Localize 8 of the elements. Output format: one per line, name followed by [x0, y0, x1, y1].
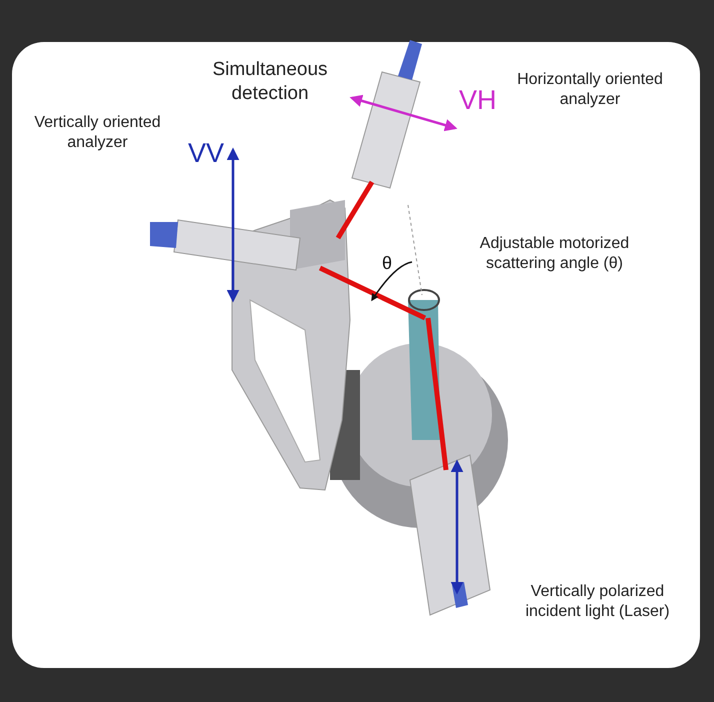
callout-text: Simultaneous detection [211, 58, 329, 106]
angle-symbol: θ [382, 252, 392, 274]
polarization-label: VH [459, 84, 497, 117]
callout-text: Vertically polarized incident light (Laser) [524, 582, 671, 622]
polarization-label: VV [188, 137, 224, 170]
callout-text: Vertically oriented analyzer [33, 113, 162, 153]
callout-text: Adjustable motorized scattering angle (θ) [478, 234, 630, 274]
callout-text: Horizontally oriented analyzer [516, 70, 664, 110]
